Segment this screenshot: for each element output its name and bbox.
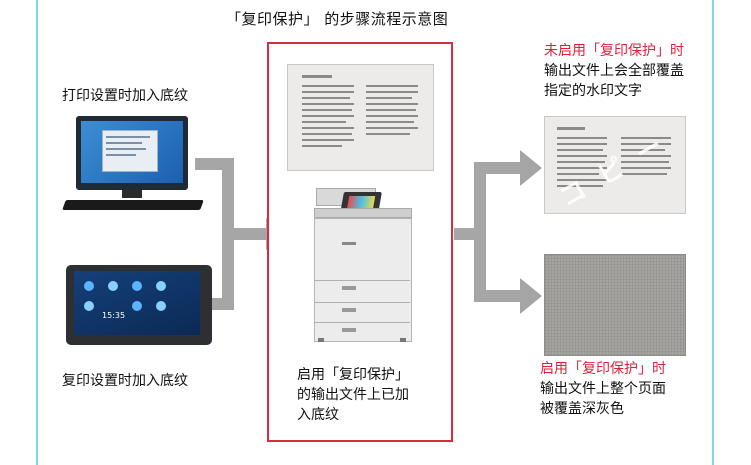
right-guide-line: [712, 0, 714, 465]
protect-heading: 启用「复印保护」时: [540, 361, 666, 377]
panel-clock: 15:35: [102, 311, 126, 320]
center-caption-line3: 入底纹: [297, 407, 339, 423]
no-protect-desc-line1: 输出文件上会全部覆盖: [544, 63, 684, 79]
dark-grey-document-preview: [544, 254, 686, 356]
left-guide-line: [36, 0, 38, 465]
center-caption-line1: 启用「复印保护」: [297, 367, 409, 383]
diagram-title: 「复印保护」 的步骤流程示意图: [226, 10, 449, 28]
no-protect-desc-line2: 指定的水印文字: [544, 83, 642, 99]
multifunction-printer-icon: [314, 182, 412, 342]
print-label: 打印设置时加入底纹: [62, 88, 188, 104]
center-caption-line2: 的输出文件上已加: [297, 387, 409, 403]
watermark-text-document-preview: コピー: [544, 116, 686, 214]
copy-label: 复印设置时加入底纹: [62, 373, 188, 389]
operation-panel-icon: 15:35: [66, 265, 212, 345]
protect-desc-line1: 输出文件上整个页面: [540, 381, 666, 397]
protect-desc-line2: 被覆盖深灰色: [540, 401, 624, 417]
watermark-overlay: コピー: [554, 121, 684, 214]
no-protect-heading: 未启用「复印保护」时: [544, 43, 684, 59]
desktop-computer-icon: [62, 116, 206, 216]
watermarked-document-preview: [287, 64, 434, 171]
